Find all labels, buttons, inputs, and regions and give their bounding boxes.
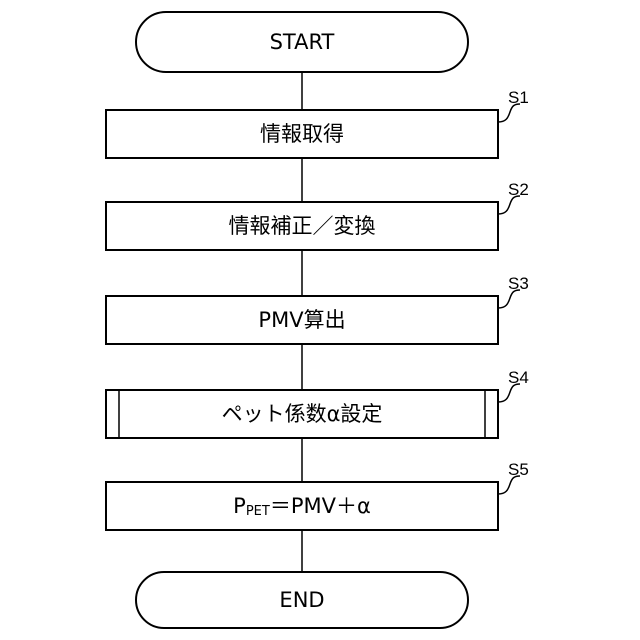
step-s5-label-rest: ＝PMV＋α: [270, 494, 371, 518]
step-s3-id: S3: [508, 274, 529, 293]
step-s1-label: 情報取得: [260, 122, 344, 146]
step-s5-label-sub: PET: [246, 504, 270, 519]
step-s1: 情報取得 S1: [106, 88, 529, 158]
step-s2: 情報補正／変換 S2: [106, 180, 529, 250]
step-s2-id: S2: [508, 180, 529, 199]
step-s3: PMV算出 S3: [106, 274, 529, 344]
end-terminal: END: [136, 572, 468, 628]
step-s4: ペット係数α設定 S4: [106, 368, 529, 438]
step-s5-id: S5: [508, 460, 529, 479]
end-label: END: [279, 588, 324, 612]
step-s4-label: ペット係数α設定: [222, 402, 383, 426]
step-s5: PPET＝PMV＋α S5: [106, 460, 529, 530]
step-s5-label-main: P: [233, 494, 246, 518]
step-s3-label: PMV算出: [258, 308, 345, 332]
step-s1-id: S1: [508, 88, 529, 107]
step-s2-label: 情報補正／変換: [229, 214, 376, 238]
start-label: START: [270, 30, 335, 54]
start-terminal: START: [136, 12, 468, 72]
step-s4-id: S4: [508, 368, 529, 387]
